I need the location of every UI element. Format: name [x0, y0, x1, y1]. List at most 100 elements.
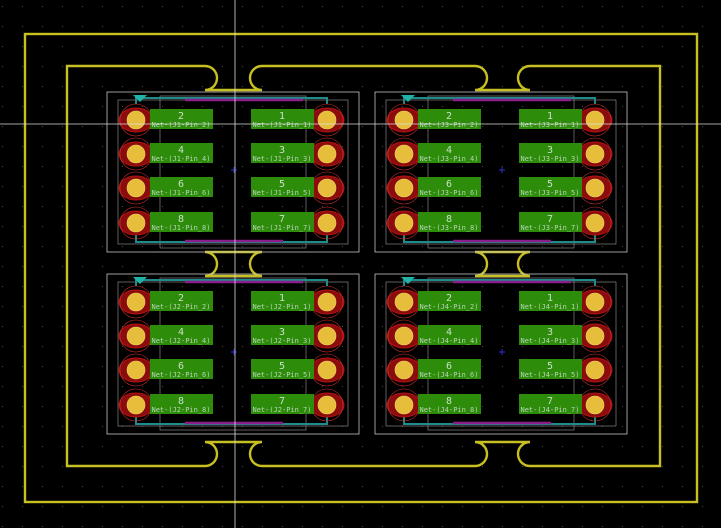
pin1-marker-icon: [401, 95, 415, 102]
footprint-origin-icon: [231, 167, 237, 173]
pad-drill: [394, 360, 414, 380]
footprint-origin-icon: [499, 349, 505, 355]
pin-net-label: Net-(J3-Pin_6): [419, 189, 478, 197]
pad-drill: [317, 213, 337, 233]
courtyard-outline: [374, 273, 628, 435]
pin-number-label: 3: [547, 145, 553, 156]
pin-number-label: 6: [446, 179, 452, 190]
pad-drill: [394, 326, 414, 346]
pin-number-label: 5: [547, 179, 553, 190]
pin-number-label: 5: [279, 179, 285, 190]
pin-net-label: Net-(J1-Pin_2): [151, 121, 210, 129]
pin-net-label: Net-(J4-Pin_5): [520, 371, 579, 379]
silk-label-bg: [251, 291, 314, 311]
pad-drill: [317, 178, 337, 198]
connector-j3[interactable]: 2Net-(J3-Pin_2)1Net-(J3-Pin_1)4Net-(J3-P…: [374, 91, 628, 253]
pin-number-label: 1: [547, 111, 553, 122]
footprint-origin-icon: [231, 349, 237, 355]
pin-net-label: Net-(J3-Pin_3): [520, 155, 579, 163]
pad-drill: [394, 395, 414, 415]
pin1-marker-icon: [133, 95, 147, 102]
pin-net-label: Net-(J2-Pin_3): [252, 337, 311, 345]
pin-number-label: 8: [446, 214, 452, 225]
pin-net-label: Net-(J2-Pin_8): [151, 406, 210, 414]
courtyard-outline: [106, 91, 360, 253]
pin-number-label: 1: [547, 293, 553, 304]
pin-net-label: Net-(J2-Pin_4): [151, 337, 210, 345]
pad-drill: [394, 110, 414, 130]
pad-drill: [585, 326, 605, 346]
footprint-origin-icon: [499, 167, 505, 173]
silk-label-bg: [251, 143, 314, 163]
pad-drill: [585, 292, 605, 312]
pin-net-label: Net-(J3-Pin_4): [419, 155, 478, 163]
track-top-cyan: [135, 97, 328, 104]
silk-label-bg: [251, 394, 314, 414]
fab-body-outline: [427, 95, 575, 249]
connectors-layer: 2Net-(J1-Pin_2)1Net-(J1-Pin_1)4Net-(J1-P…: [106, 91, 628, 435]
pad-drill: [317, 292, 337, 312]
pad-drill: [394, 213, 414, 233]
silk-label-bg: [251, 359, 314, 379]
pin-number-label: 7: [279, 396, 285, 407]
connector-j1[interactable]: 2Net-(J1-Pin_2)1Net-(J1-Pin_1)4Net-(J1-P…: [106, 91, 360, 253]
silk-label-bg: [418, 325, 481, 345]
silk-label-bg: [150, 325, 213, 345]
connector-j4[interactable]: 2Net-(J4-Pin_2)1Net-(J4-Pin_1)4Net-(J4-P…: [374, 273, 628, 435]
pin-number-label: 4: [178, 327, 184, 338]
track-top-cyan: [403, 97, 596, 104]
track-top-cyan: [135, 279, 328, 286]
pad-drill: [317, 144, 337, 164]
silk-label-bg: [251, 325, 314, 345]
silk-label-bg: [519, 212, 582, 232]
pin1-marker-icon: [133, 277, 147, 284]
connector-j2[interactable]: 2Net-(J2-Pin_2)1Net-(J2-Pin_1)4Net-(J2-P…: [106, 273, 360, 435]
fab-body-outline: [159, 277, 307, 431]
fab-body-outline: [427, 277, 575, 431]
pin-net-label: Net-(J2-Pin_5): [252, 371, 311, 379]
pin1-marker-icon: [401, 277, 415, 284]
pad-drill: [126, 292, 146, 312]
silk-label-bg: [519, 143, 582, 163]
silk-label-bg: [150, 143, 213, 163]
pad-drill: [585, 213, 605, 233]
pad-drill: [585, 178, 605, 198]
pin-number-label: 4: [446, 327, 452, 338]
pad-drill: [585, 395, 605, 415]
pin-number-label: 2: [178, 111, 184, 122]
pin-number-label: 1: [279, 293, 285, 304]
pin-net-label: Net-(J2-Pin_1): [252, 303, 311, 311]
board-inner-outline: [65, 64, 662, 468]
pad-drill: [585, 144, 605, 164]
